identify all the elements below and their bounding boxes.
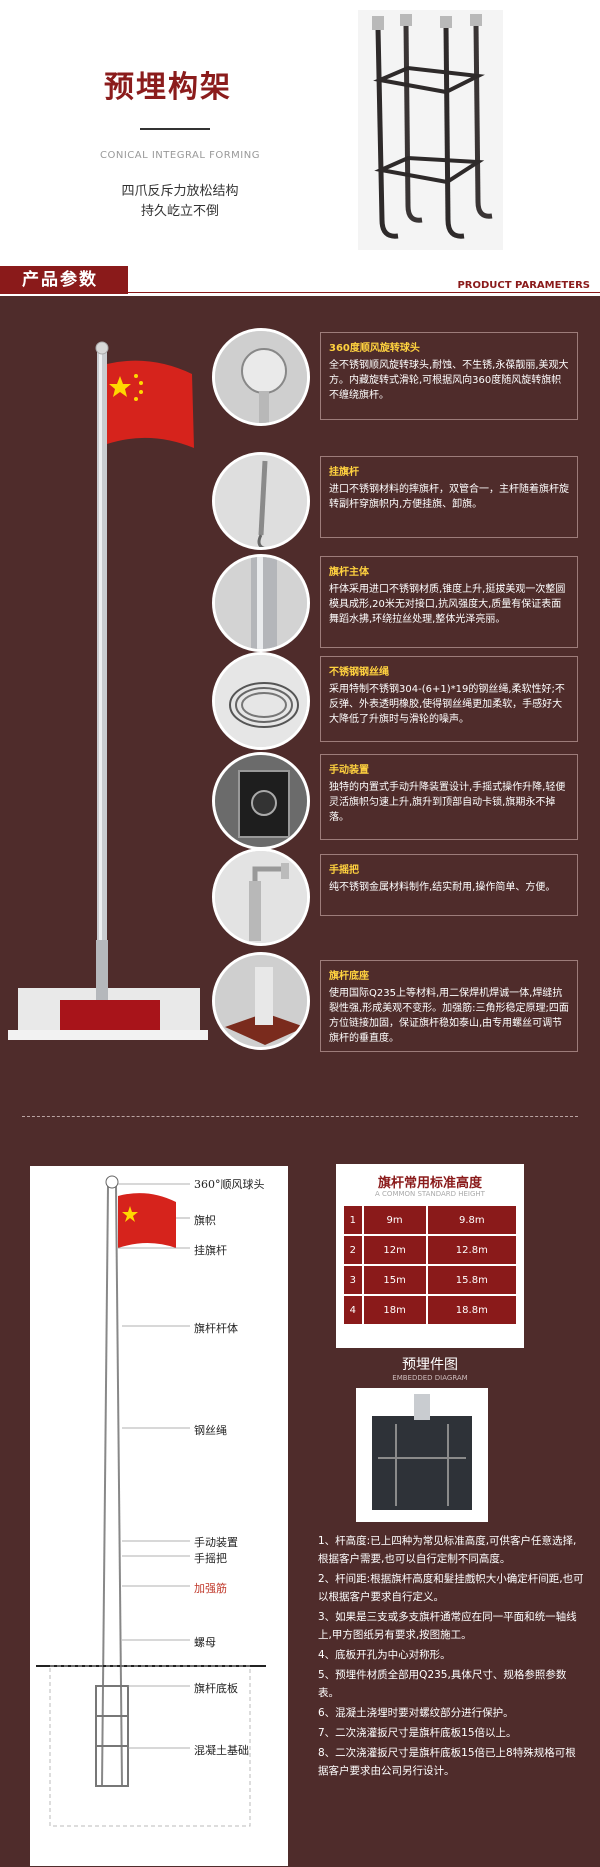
table-cell: 3 [344,1266,362,1294]
table-cell: 15m [363,1266,426,1294]
table-row: 4 18m 18.8m [344,1296,516,1324]
note-item: 1、杆高度:已上四种为常见标准高度,可供客户任意选择,根据客户需要,也可以自行定… [318,1535,577,1565]
diagram-label: 挂旗杆 [194,1244,227,1257]
banner-label: 产品参数 [0,266,128,294]
table-cell: 2 [344,1236,362,1264]
feature-title: 360度顺风旋转球头 [329,343,420,354]
note-item: 7、二次浇灌扳尺寸是旗杆底板15倍以上。 [318,1727,517,1739]
table-cell: 15.8m [427,1266,516,1294]
feature-box-base: 旗杆底座 使用国际Q235上等材料,用二保焊机焊诚一体,焊缝抗裂性强,形成美观不… [320,960,578,1052]
feature-desc: 采用特制不锈钢304-(6+1)*19的钢丝绳,柔软性好;不反弹、外表透明橡胶,… [329,684,565,725]
embedded-frame-illustration [358,10,503,250]
feature-circle-manual-device [212,752,310,850]
embedded-diagram-image [356,1388,488,1522]
feature-desc: 进口不锈钢材料的摔旗杆，双管合一，主杆随着旗杆旋转副杆穿旗帜内,方便挂旗、卸旗。 [329,484,569,510]
feature-circle-pole-body [212,554,310,652]
diagram-label: 螺母 [194,1636,216,1649]
hero-section: 预埋构架 CONICAL INTEGRAL FORMING 四爪反斥力放松结构 … [0,0,600,262]
base-plate-icon [215,955,307,1047]
section-divider [22,1116,578,1117]
manual-device-icon [215,755,307,847]
note-item: 5、预埋件材质全部用Q235,具体尺寸、规格参照参数表。 [318,1669,567,1699]
feature-box-ball-head: 360度顺风旋转球头 全不锈钢顺风旋转球头,耐蚀、不生锈,永葆靓丽,美观大方。内… [320,332,578,420]
feature-box-hand-crank: 手摇把 纯不锈钢金属材料制作,结实耐用,操作简单、方便。 [320,854,578,916]
ball-head-icon [215,331,307,423]
embedded-diagram-subtitle: EMBEDDED DIAGRAM [392,1374,468,1382]
parameters-section: 360度顺风旋转球头 全不锈钢顺风旋转球头,耐蚀、不生锈,永葆靓丽,美观大方。内… [0,296,600,1867]
flagpole-illustration [0,340,215,1060]
diagram-label: 旗帜 [194,1214,216,1227]
table-row: 3 15m 15.8m [344,1266,516,1294]
feature-box-manual-device: 手动装置 独特的内置式手动升降装置设计,手摇式操作升降,轻便灵活旗帜匀速上升,旗… [320,754,578,840]
hanging-rod-icon [215,455,307,547]
standard-heights-card: 旗杆常用标准高度 A COMMON STANDARD HEIGHT 1 9m 9… [336,1164,524,1348]
pole-body-icon [215,557,307,649]
diagram-label: 手摇把 [194,1552,227,1565]
standard-subtitle: A COMMON STANDARD HEIGHT [375,1190,485,1198]
diagram-label: 手动装置 [194,1536,238,1549]
feature-title: 挂旗杆 [329,467,359,478]
standard-heights-table: 1 9m 9.8m 2 12m 12.8m 3 15m 15.8m 4 18m … [342,1204,518,1326]
embedded-frame-photo [358,10,503,250]
table-cell: 18.8m [427,1296,516,1324]
structure-diagram-drawing [36,1175,266,1827]
diagram-label: 360°顺风球头 [194,1178,265,1191]
diagram-label: 钢丝绳 [194,1424,227,1437]
standard-title: 旗杆常用标准高度 [377,1176,482,1191]
note-item: 4、底板开孔为中心对称形。 [318,1649,451,1661]
feature-circle-ball-head [212,328,310,426]
diagram-label: 旗杆杆体 [194,1322,238,1335]
hand-crank-icon [215,851,307,943]
diagram-label: 加强筋 [194,1582,227,1595]
feature-title: 旗杆主体 [329,567,369,578]
feature-circle-hanging-rod [212,452,310,550]
embedded-diagram-title: 预埋件图 [402,1357,458,1373]
banner-rule [128,292,600,293]
feature-title: 旗杆底座 [329,971,369,982]
table-cell: 12m [363,1236,426,1264]
feature-circle-base [212,952,310,1050]
table-cell: 4 [344,1296,362,1324]
embedded-diagram-drawing [356,1388,488,1522]
hero-tagline-1: 四爪反斥力放松结构 [121,184,239,199]
feature-circle-wire-rope [212,652,310,750]
feature-box-pole-body: 旗杆主体 杆体采用进口不锈钢材质,锥度上升,挺拔美观一次整圆模具成形,20米无对… [320,556,578,648]
feature-box-wire-rope: 不锈钢钢丝绳 采用特制不锈钢304-(6+1)*19的钢丝绳,柔软性好;不反弹、… [320,656,578,742]
feature-desc: 使用国际Q235上等材料,用二保焊机焊诚一体,焊缝抗裂性强,形成美观不变形。加强… [329,988,569,1044]
feature-title: 手摇把 [329,865,359,876]
hero-title: 预埋构架 [104,70,232,105]
table-cell: 12.8m [427,1236,516,1264]
feature-desc: 杆体采用进口不锈钢材质,锥度上升,挺拔美观一次整圆模具成形,20米无对接口,抗风… [329,584,566,625]
feature-circle-hand-crank [212,848,310,946]
feature-desc: 全不锈钢顺风旋转球头,耐蚀、不生锈,永葆靓丽,美观大方。内藏旋转式滑轮,可根据风… [329,360,569,401]
note-item: 2、杆间距:根据旗杆高度和髮挂戲帜大小确定杆间距,也可以根据客户要求自行定义。 [318,1573,584,1603]
table-cell: 18m [363,1296,426,1324]
table-row: 2 12m 12.8m [344,1236,516,1264]
note-item: 3、如果是三支或多支旗杆通常应在同一平面和统一轴线上,甲方图纸另有要求,按图施工… [318,1611,577,1641]
product-parameters-banner: 产品参数 PRODUCT PARAMETERS [0,264,600,296]
notes-list: 1、杆高度:已上四种为常见标准高度,可供客户任意选择,根据客户需要,也可以自行定… [318,1532,586,1782]
structure-diagram: 360°顺风球头 旗帜 挂旗杆 旗杆杆体 钢丝绳 手动装置 手摇把 加强筋 螺母… [30,1166,288,1866]
banner-label-en: PRODUCT PARAMETERS [457,280,590,291]
feature-title: 不锈钢钢丝绳 [329,667,389,678]
feature-desc: 独特的内置式手动升降装置设计,手摇式操作升降,轻便灵活旗帜匀速上升,旗升到顶部自… [329,782,566,823]
note-item: 6、混凝土浇埋时要对螺纹部分进行保护。 [318,1707,514,1719]
feature-title: 手动装置 [329,765,369,776]
hero-tagline-2: 持久屹立不倒 [140,204,219,219]
flagpole-image [8,341,208,1040]
table-row: 1 9m 9.8m [344,1206,516,1234]
wire-rope-icon [215,655,307,747]
feature-desc: 纯不锈钢金属材料制作,结实耐用,操作简单、方便。 [329,882,556,893]
table-cell: 1 [344,1206,362,1234]
diagram-label: 旗杆底板 [194,1682,238,1695]
table-cell: 9.8m [427,1206,516,1234]
table-cell: 9m [363,1206,426,1234]
note-item: 8、二次浇灌扳尺寸是旗杆底板15倍已上8特殊规格可根据客户要求由公司另行设计。 [318,1747,576,1777]
diagram-label: 混凝土基础 [194,1744,249,1757]
hero-subtitle-en: CONICAL INTEGRAL FORMING [100,150,260,161]
feature-box-hanging-rod: 挂旗杆 进口不锈钢材料的摔旗杆，双管合一，主杆随着旗杆旋转副杆穿旗帜内,方便挂旗… [320,456,578,538]
hero-divider [140,128,210,130]
